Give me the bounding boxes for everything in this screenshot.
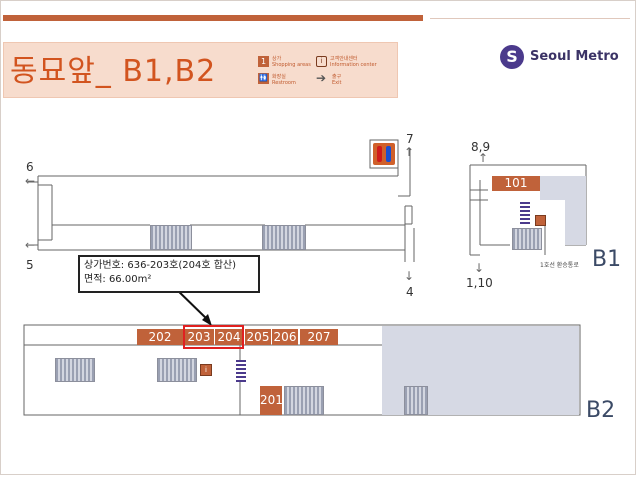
shop-202: 202 [137, 329, 183, 345]
b2-stairs-middle [157, 358, 197, 382]
b1-right-gray-area-lower [565, 200, 586, 245]
restroom-icon [373, 143, 395, 165]
b1-right-stairs [512, 228, 542, 250]
exit-4-label: 4 [406, 285, 414, 299]
legend-info-icon: i [316, 56, 327, 67]
exit-7-arrow-icon: ↑ [404, 145, 415, 159]
exit-1-10-label: 1,10 [466, 276, 493, 290]
shop-205: 205 [245, 329, 271, 345]
header-panel [3, 42, 398, 98]
shop-206: 206 [272, 329, 298, 345]
top-accent-bar [3, 15, 423, 21]
b2-stairs-center [284, 386, 324, 415]
legend-exit-arrow-icon: ➔ [316, 71, 327, 85]
transfer-passage-label: 1호선 환승통로 [540, 262, 579, 269]
exit-6-arrow-icon: ← [25, 174, 36, 188]
b2-info-center-icon: i [200, 364, 212, 376]
shop-info-callout: 상가번호: 636-203호(204호 합산) 면적: 66.00m² [78, 255, 260, 293]
exit-5-label: 5 [26, 258, 34, 272]
exit-8-9-arrow-icon: ↑ [478, 151, 489, 165]
b1-info-center-icon [535, 215, 546, 226]
exit-4-arrow-icon: ↓ [404, 269, 415, 283]
legend-restroom-icon: 🚻 [258, 73, 269, 84]
exit-1-10-arrow-icon: ↓ [474, 261, 485, 275]
b1-escalator-icon [520, 202, 530, 224]
exit-5-arrow-icon: ← [25, 238, 36, 252]
callout-shop-number: 상가번호: 636-203호(204호 합산) [84, 260, 236, 271]
callout-area: 면적: 66.00m² [84, 274, 152, 285]
level-b1-label: B1 [592, 247, 622, 272]
legend-shop-icon: 1 [258, 56, 269, 67]
b1-stairs-right [262, 225, 306, 250]
shop-207: 207 [300, 329, 338, 345]
shop-201: 201 [260, 386, 283, 415]
shop-101: 101 [492, 176, 540, 191]
shop-204: 204 [215, 329, 243, 345]
level-b2-label: B2 [586, 398, 616, 423]
highlighted-shop-frame [183, 325, 244, 349]
seoul-metro-logo-icon: S [500, 45, 524, 69]
shop-203: 203 [184, 329, 214, 345]
b2-stairs-right [404, 386, 428, 415]
b1-stairs-left [150, 225, 192, 250]
page-title: 동묘앞_ B1,B2 [10, 54, 217, 89]
b1-right-gray-area [540, 176, 586, 200]
b2-escalator-icon [236, 360, 246, 382]
exit-6-label: 6 [26, 160, 34, 174]
exit-8-9-label: 8,9 [471, 140, 491, 154]
brand-name: Seoul Metro [530, 49, 619, 64]
b2-stairs-left [55, 358, 95, 382]
top-thin-line [430, 18, 630, 19]
exit-7-label: 7 [406, 132, 414, 146]
